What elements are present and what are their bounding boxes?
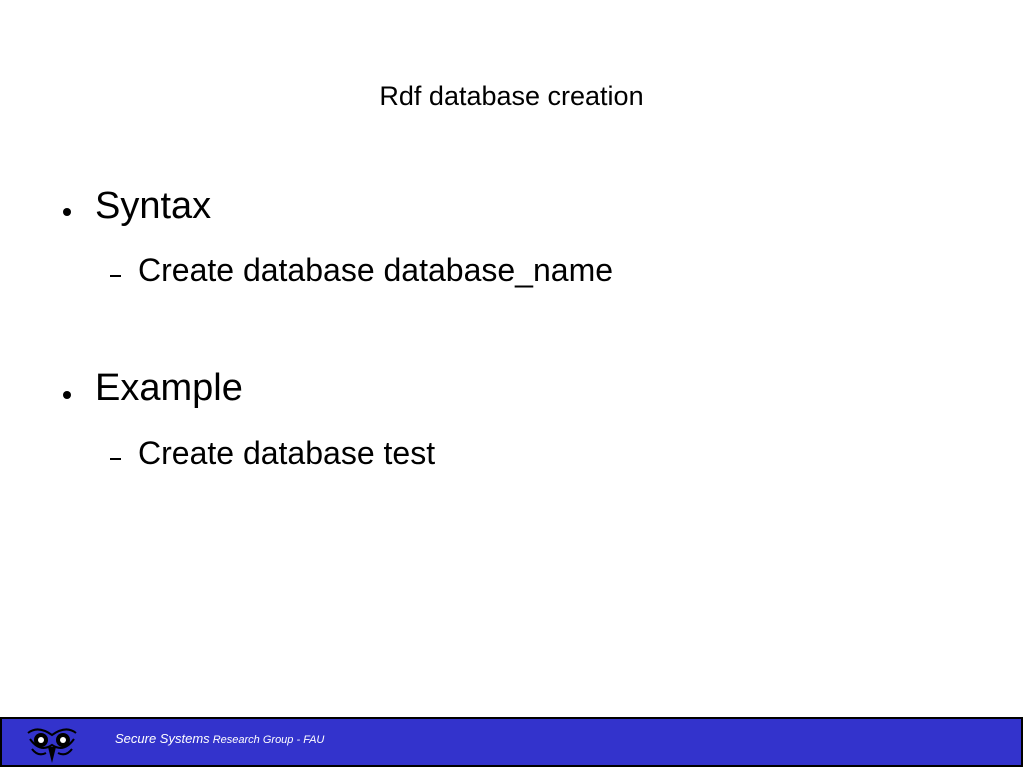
bullet-text: Example: [95, 367, 243, 409]
bullet-dash-icon: [110, 458, 121, 460]
sub-bullet-text: Create database database_name: [138, 252, 614, 288]
bullet-dot-icon: [63, 391, 71, 399]
bullet-dot-icon: [63, 208, 71, 216]
footer-text-part2: Research Group - FAU: [209, 734, 325, 746]
footer-text-part1: Secure Systems: [115, 731, 210, 746]
sub-bullet-text: Create database test: [138, 435, 436, 471]
owl-logo-icon: [27, 728, 77, 763]
footer-bar: Secure Systems Research Group - FAU: [0, 717, 1023, 767]
bullet-dash-icon: [110, 275, 121, 277]
footer-text: Secure Systems Research Group - FAU: [115, 730, 324, 748]
bullet-text: Syntax: [95, 185, 212, 227]
slide-title: Rdf database creation: [379, 81, 644, 111]
